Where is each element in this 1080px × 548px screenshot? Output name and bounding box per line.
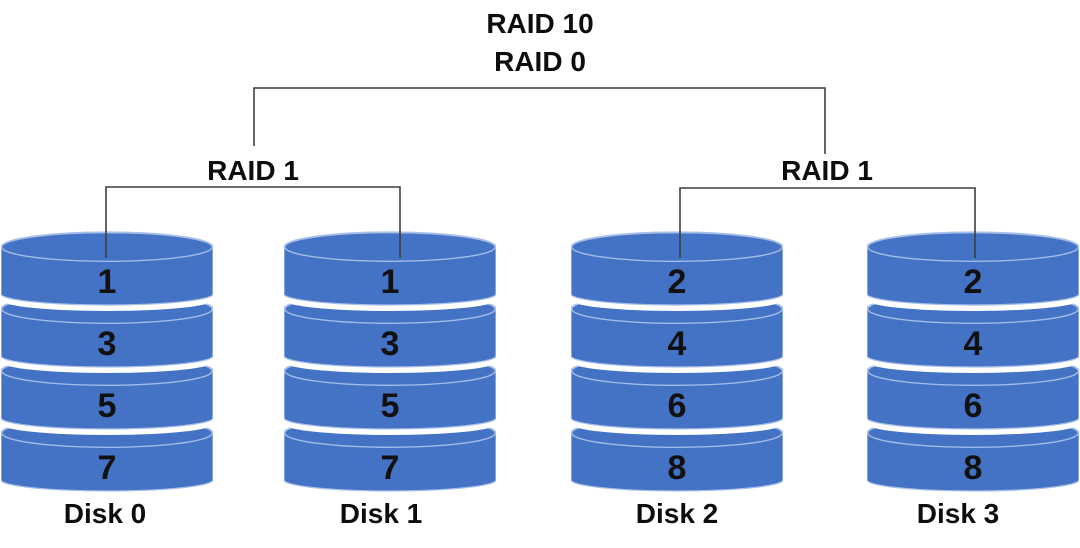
disk-label-2: Disk 2 — [635, 498, 719, 529]
block-number: 8 — [964, 449, 983, 487]
disk-stack-1: 7 5 3 1 — [284, 231, 496, 497]
block-number: 3 — [381, 325, 400, 363]
disk-label-3: Disk 3 — [916, 498, 1000, 529]
disk-platter: 1 — [1, 231, 213, 311]
disk-platter: 8 — [867, 417, 1079, 497]
block-number: 3 — [98, 325, 117, 363]
disk-platter: 5 — [284, 355, 496, 435]
disk-platter: 7 — [284, 417, 496, 497]
block-number: 7 — [98, 449, 117, 487]
raid0-label: RAID 0 — [494, 46, 586, 77]
disk-label-0: Disk 0 — [63, 498, 147, 529]
disk-platter: 2 — [571, 231, 783, 311]
block-number: 1 — [381, 263, 400, 301]
block-number: 8 — [668, 449, 687, 487]
disk-platter: 1 — [284, 231, 496, 311]
diagram-title: RAID 10 — [486, 8, 594, 39]
raid0-connector — [253, 87, 826, 154]
disk-platter: 3 — [1, 293, 213, 373]
block-number: 5 — [381, 387, 400, 425]
block-number: 1 — [98, 263, 117, 301]
block-number: 2 — [668, 263, 687, 301]
block-number: 2 — [964, 263, 983, 301]
block-number: 4 — [964, 325, 983, 363]
disk-platter: 2 — [867, 231, 1079, 311]
block-number: 6 — [668, 387, 687, 425]
raid1-left-label: RAID 1 — [207, 155, 299, 186]
disk-stack-0: 7 5 3 1 — [1, 231, 213, 497]
disk-platter: 7 — [1, 417, 213, 497]
disk-platter: 6 — [867, 355, 1079, 435]
block-number: 7 — [381, 449, 400, 487]
disk-platter: 4 — [571, 293, 783, 373]
disk-stack-2: 8 6 4 2 — [571, 231, 783, 497]
disk-label-1: Disk 1 — [339, 498, 423, 529]
block-number: 6 — [964, 387, 983, 425]
disk-platter: 4 — [867, 293, 1079, 373]
block-number: 4 — [668, 325, 687, 363]
disk-stack-3: 8 6 4 2 — [867, 231, 1079, 497]
disk-platter: 8 — [571, 417, 783, 497]
raid1-right-label: RAID 1 — [781, 155, 873, 186]
block-number: 5 — [98, 387, 117, 425]
